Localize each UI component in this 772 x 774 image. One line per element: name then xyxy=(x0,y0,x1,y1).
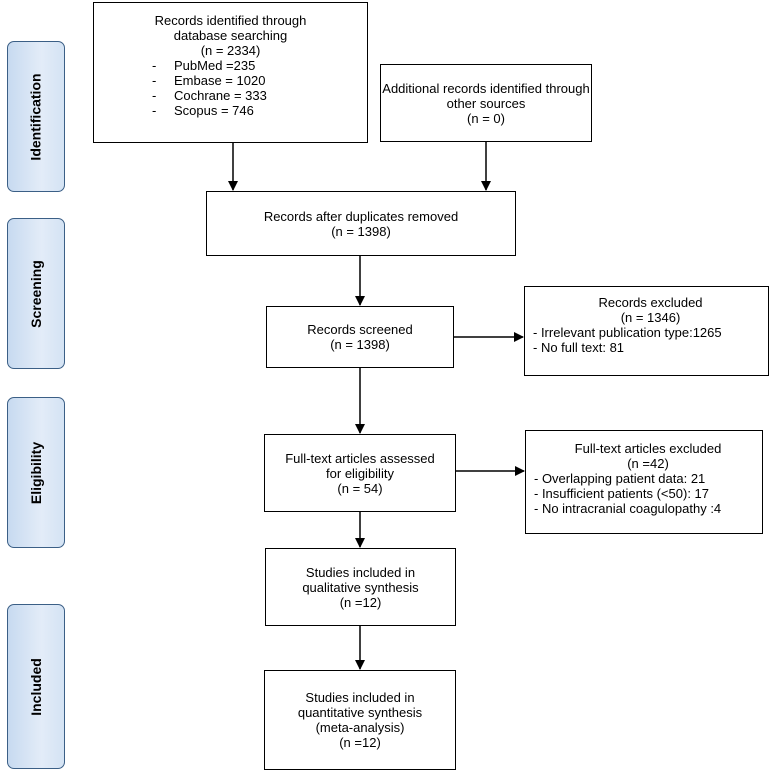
box-quantitative-synthesis: Studies included in quantitative synthes… xyxy=(264,670,456,770)
box-after-duplicates: Records after duplicates removed (n = 13… xyxy=(206,191,516,256)
db-source-pubmed: PubMed =235 xyxy=(94,58,367,73)
other-line-3: (n = 0) xyxy=(467,110,505,126)
stage-eligibility: Eligibility xyxy=(7,397,65,548)
quant-line-2: quantitative synthesis xyxy=(297,705,423,720)
db-title-line-3: (n = 2334) xyxy=(200,43,261,58)
ftex-reason-3: - No intracranial coagulopathy :4 xyxy=(534,501,722,516)
ft-line-3: (n = 54) xyxy=(337,480,383,496)
quant-line-1: Studies included in xyxy=(305,690,415,705)
screened-line-2: (n = 1398) xyxy=(330,337,390,352)
box-records-excluded: Records excluded (n = 1346) - Irrelevant… xyxy=(524,286,769,376)
box-qualitative-synthesis: Studies included in qualitative synthesi… xyxy=(265,548,456,626)
box-other-sources: Additional records identified through ot… xyxy=(380,64,592,142)
excl-reason-1: - Irrelevant publication type:1265 xyxy=(533,325,722,340)
dup-line-1: Records after duplicates removed xyxy=(263,208,459,224)
box-fulltext-excluded: Full-text articles excluded (n =42) - Ov… xyxy=(525,430,763,534)
quant-line-4: (n =12) xyxy=(339,735,381,750)
other-line-2: other sources xyxy=(446,95,526,111)
quant-line-3: (meta-analysis) xyxy=(315,720,405,735)
ftex-reason-2: - Insufficient patients (<50): 17 xyxy=(534,486,709,501)
box-records-screened: Records screened (n = 1398) xyxy=(266,306,454,368)
ftex-line-1: Full-text articles excluded xyxy=(574,441,722,456)
stage-included: Included xyxy=(7,604,65,769)
screened-line-1: Records screened xyxy=(307,322,413,337)
db-source-scopus: Scopus = 746 xyxy=(94,103,367,118)
ft-line-2: for eligibility xyxy=(326,465,394,481)
ft-line-1: Full-text articles assessed xyxy=(285,450,435,466)
stage-identification: Identification xyxy=(7,41,65,192)
box-database-search: Records identified through database sear… xyxy=(93,2,368,143)
qual-line-3: (n =12) xyxy=(339,594,382,610)
ftex-line-2: (n =42) xyxy=(627,456,669,471)
db-title-line-2: database searching xyxy=(173,28,288,43)
db-source-cochrane: Cochrane = 333 xyxy=(94,88,367,103)
box-fulltext-assessed: Full-text articles assessed for eligibil… xyxy=(264,434,456,512)
excl-line-2: (n = 1346) xyxy=(620,310,681,325)
db-title-line-1: Records identified through xyxy=(154,13,307,28)
db-source-embase: Embase = 1020 xyxy=(94,73,367,88)
qual-line-1: Studies included in xyxy=(305,564,416,580)
other-line-1: Additional records identified through xyxy=(382,80,590,96)
excl-reason-2: - No full text: 81 xyxy=(533,340,625,355)
dup-line-2: (n = 1398) xyxy=(331,223,391,239)
ftex-reason-1: - Overlapping patient data: 21 xyxy=(534,471,706,486)
excl-line-1: Records excluded xyxy=(598,295,703,310)
qual-line-2: qualitative synthesis xyxy=(302,579,419,595)
stage-screening: Screening xyxy=(7,218,65,369)
